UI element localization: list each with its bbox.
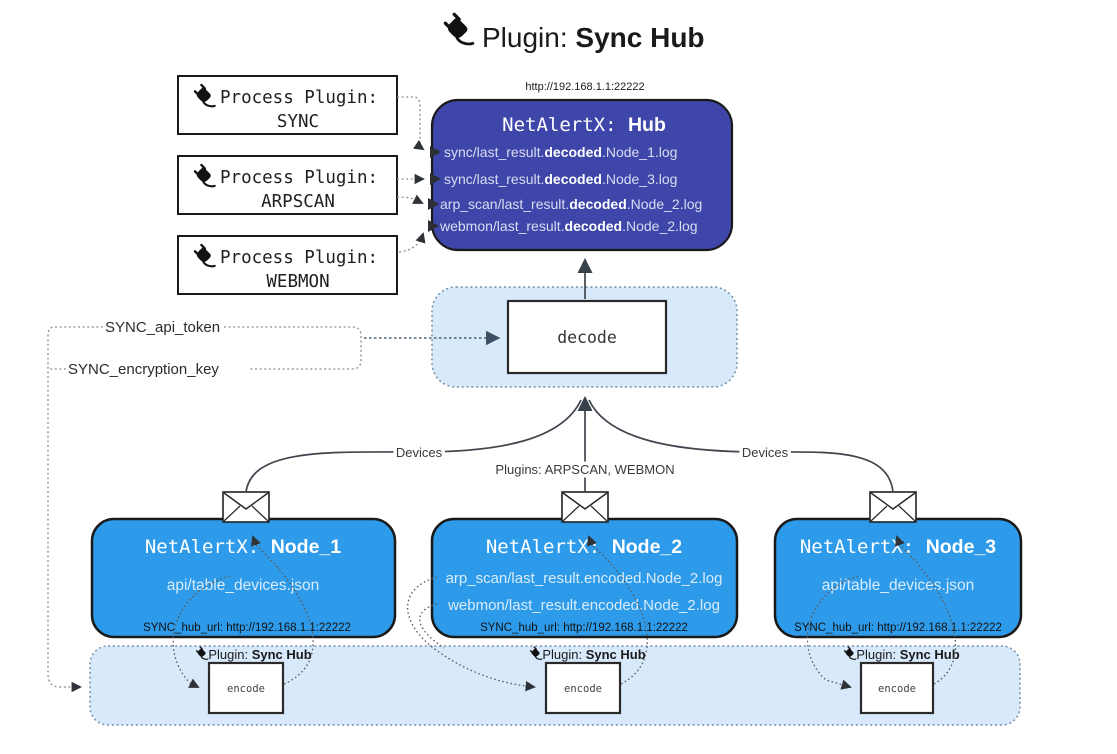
log-arrow-icon (428, 220, 439, 232)
flow-node3-to-encode (806, 575, 859, 690)
process-plugin-label: Process Plugin: (220, 248, 378, 268)
encode-label: encode (878, 683, 916, 695)
node-file: webmon/last_result.encoded.Node_2.log (447, 597, 720, 614)
flow-node1-to-encode (172, 575, 231, 688)
encode-box (544, 661, 622, 715)
connector-arpscan-to-hub-2 (396, 194, 424, 204)
log-arrow-icon (428, 198, 439, 210)
hub-url: http://192.168.1.1:22222 (525, 81, 644, 93)
encode-box (207, 661, 285, 715)
process-plugin-name: SYNC (277, 112, 319, 132)
arrow-node1-to-decode (245, 399, 582, 493)
edge-label-devices-left: Devices (396, 445, 443, 460)
wire-secrets-to-encode-strip (47, 326, 103, 693)
encode-section-1: Plugin: Sync Hub encode (195, 646, 312, 715)
edge-label-devices-right: Devices (742, 445, 789, 460)
arrow-node3-to-decode (588, 399, 894, 493)
page-title: Plugin: Sync Hub (482, 22, 705, 53)
connector-webmon-to-hub (398, 232, 426, 253)
flow-encode3-to-envelope (895, 535, 957, 685)
node-file: api/table_devices.json (167, 577, 320, 594)
process-plugin-arpscan: Process Plugin: ARPSCAN (177, 155, 398, 215)
encode-section-label: Plugin: Sync Hub (208, 647, 311, 662)
hub-log-line: sync/last_result.decoded.Node_3.log (444, 171, 677, 187)
encode-section-2: Plugin: Sync Hub encode (529, 646, 646, 715)
node-file: api/table_devices.json (822, 577, 975, 594)
envelope-icon (869, 491, 917, 523)
encode-section-label: Plugin: Sync Hub (856, 647, 959, 662)
envelope-icon (561, 491, 609, 523)
plug-icon (443, 12, 475, 46)
hub-log-line: sync/last_result.decoded.Node_1.log (444, 144, 677, 160)
node-1-box: NetAlertX: Node_1 api/table_devices.json… (90, 517, 397, 639)
process-plugin-name: ARPSCAN (261, 192, 335, 212)
process-plugin-name: WEBMON (266, 272, 329, 292)
encode-box (859, 661, 935, 715)
decode-box (506, 299, 668, 375)
hub-title: NetAlertX: Hub (502, 114, 666, 136)
secret-api-token-label: SYNC_api_token (105, 319, 220, 336)
secret-encryption-key-label: SYNC_encryption_key (68, 361, 219, 378)
node-title: NetAlertX: Node_1 (145, 536, 341, 558)
log-arrow-icon (430, 146, 441, 158)
process-plugin-sync: Process Plugin: SYNC (177, 75, 398, 135)
node-2-box: NetAlertX: Node_2 arp_scan/last_result.e… (430, 517, 739, 639)
node-title: NetAlertX: Node_2 (486, 536, 682, 558)
log-arrow-icon (430, 173, 441, 185)
flow-encode2-to-envelope (587, 535, 648, 685)
node-hub-url: SYNC_hub_url: http://192.168.1.1:22222 (794, 622, 1002, 634)
encode-label: encode (564, 683, 602, 695)
process-plugin-label: Process Plugin: (220, 88, 378, 108)
wire-secrets-loop (224, 326, 362, 370)
envelope-icon (222, 491, 270, 523)
encode-section-3: Plugin: Sync Hub encode (843, 646, 960, 715)
encode-label: encode (227, 683, 265, 695)
hub-log-line: webmon/last_result.decoded.Node_2.log (439, 218, 698, 234)
edge-label-plugins: Plugins: ARPSCAN, WEBMON (495, 462, 674, 477)
flow-node2-file2-join (419, 603, 445, 649)
node-3-box: NetAlertX: Node_3 api/table_devices.json… (773, 517, 1023, 639)
node-hub-url: SYNC_hub_url: http://192.168.1.1:22222 (143, 622, 351, 634)
node-file: arp_scan/last_result.encoded.Node_2.log (446, 570, 723, 587)
process-plugin-webmon: Process Plugin: WEBMON (177, 235, 398, 295)
process-plugin-label: Process Plugin: (220, 168, 378, 188)
decode-label: decode (557, 328, 617, 347)
hub-box: NetAlertX: Hub sync/last_result.decoded.… (428, 98, 734, 252)
encode-section-label: Plugin: Sync Hub (542, 647, 645, 662)
flow-node2-to-encode (406, 576, 536, 692)
node-hub-url: SYNC_hub_url: http://192.168.1.1:22222 (480, 622, 688, 634)
hub-log-line: arp_scan/last_result.decoded.Node_2.log (440, 196, 702, 212)
connector-sync-to-hub (397, 96, 425, 151)
node-title: NetAlertX: Node_3 (800, 536, 996, 558)
